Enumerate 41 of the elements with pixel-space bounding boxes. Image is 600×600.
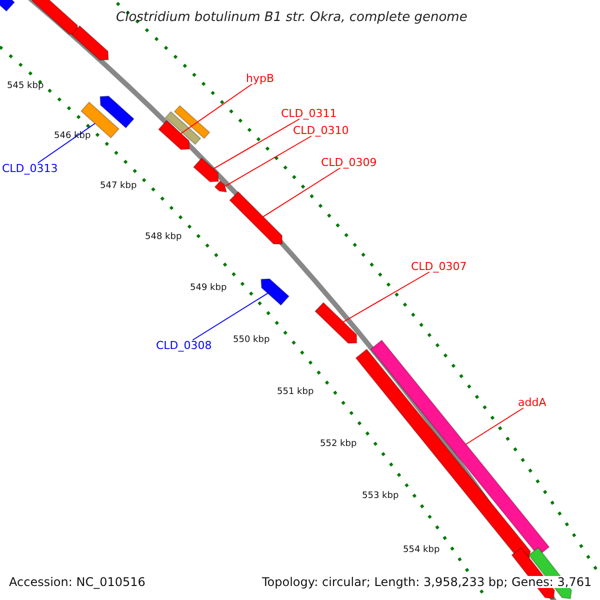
- gene-feature: [0, 0, 16, 12]
- leader-line: [212, 118, 300, 170]
- gene-label: addA: [518, 397, 546, 408]
- leader-line: [342, 272, 430, 322]
- gene-label: CLD_0309: [321, 157, 377, 168]
- gene-label: CLD_0308: [156, 340, 212, 351]
- leader-line: [225, 136, 312, 186]
- topology-text: Topology: circular; Length: 3,958,233 bp; Genes: 3,761: [262, 576, 592, 588]
- gene-label: CLD_0310: [293, 125, 349, 136]
- tick-label: 545 kbp: [7, 82, 44, 91]
- gene-label: CLD_0311: [281, 108, 337, 119]
- leader-line: [465, 408, 524, 445]
- tick-label: 546 kbp: [54, 132, 91, 141]
- tick-label: 554 kbp: [403, 546, 440, 555]
- leader-line: [262, 168, 341, 218]
- gene-bar: [164, 110, 202, 146]
- tick-label: 547 kbp: [100, 182, 137, 191]
- accession-text: Accession: NC_010516: [9, 576, 146, 588]
- gene-feature: [214, 180, 228, 193]
- title: Clostridium botulinum B1 str. Okra, complete genome: [116, 11, 468, 24]
- tick-label: 548 kbp: [145, 233, 182, 242]
- leader-line: [192, 292, 268, 340]
- gene-feature: [100, 96, 135, 129]
- gene-feature: [314, 302, 358, 344]
- gene-bar: [174, 104, 210, 140]
- tick-label: 550 kbp: [233, 336, 270, 345]
- gene-feature: [70, 25, 109, 61]
- gene-label: CLD_0307: [411, 261, 467, 272]
- gene-feature: [260, 278, 290, 306]
- gene-label: hypB: [246, 73, 274, 84]
- gene-feature: [158, 120, 190, 150]
- tick-label: 549 kbp: [190, 284, 227, 293]
- gene-feature: [192, 157, 219, 182]
- leader-line: [180, 84, 253, 134]
- gene-feature: [229, 191, 283, 245]
- gene-label: CLD_0313: [2, 163, 58, 174]
- tick-label: 552 kbp: [320, 440, 357, 449]
- tick-label: 553 kbp: [362, 492, 399, 501]
- leader-line: [37, 123, 96, 164]
- tick-label: 551 kbp: [277, 388, 314, 397]
- gene-feature: [31, 0, 78, 35]
